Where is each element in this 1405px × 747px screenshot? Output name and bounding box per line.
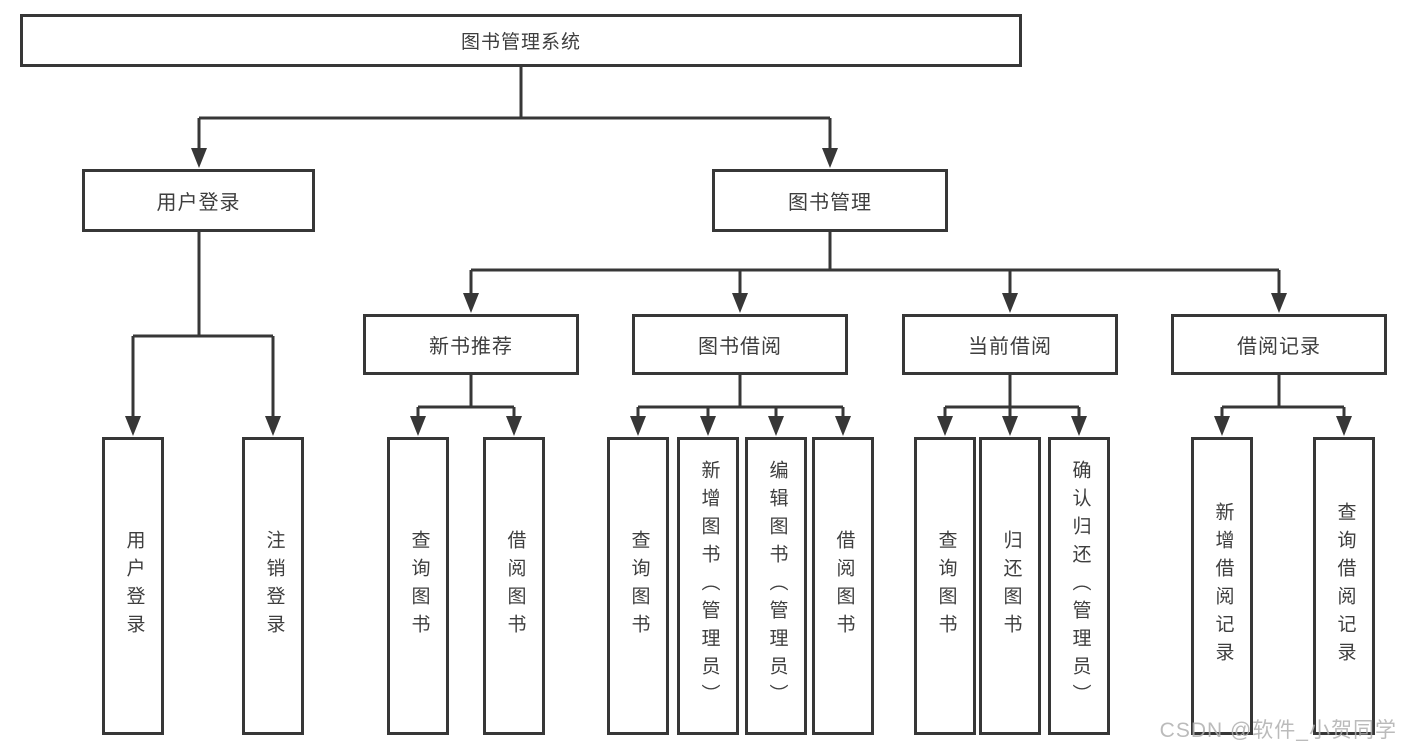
node-label: 借阅图书 — [833, 530, 855, 642]
node-label: 注销登录 — [263, 530, 285, 642]
node-label: 新书推荐 — [429, 336, 513, 358]
leaf-query-books-borrow: 查询图书 — [607, 437, 669, 735]
node-label: 当前借阅 — [968, 336, 1052, 358]
node-book-management: 图书管理 — [712, 169, 948, 232]
leaf-query-borrow-record: 查询借阅记录 — [1313, 437, 1375, 735]
node-label: 查询图书 — [408, 530, 430, 642]
node-label: 图书借阅 — [698, 336, 782, 358]
leaf-confirm-return-admin: 确认归还（管理员） — [1048, 437, 1110, 735]
leaf-return-book: 归还图书 — [979, 437, 1041, 735]
node-label: 借阅记录 — [1237, 336, 1321, 358]
node-label: 查询借阅记录 — [1334, 502, 1356, 670]
leaf-add-book-admin: 新增图书（管理员） — [677, 437, 739, 735]
leaf-add-borrow-record: 新增借阅记录 — [1191, 437, 1253, 735]
node-label: 归还图书 — [1000, 530, 1022, 642]
node-label: 用户登录 — [156, 192, 241, 214]
node-root-system: 图书管理系统 — [20, 14, 1022, 67]
node-label: 查询图书 — [935, 530, 957, 642]
node-label: 确认归还（管理员） — [1069, 460, 1091, 712]
node-label: 借阅图书 — [504, 530, 526, 642]
node-borrow-records: 借阅记录 — [1171, 314, 1387, 375]
node-label: 新增借阅记录 — [1212, 502, 1234, 670]
leaf-edit-book-admin: 编辑图书（管理员） — [745, 437, 807, 735]
leaf-query-books-newbook: 查询图书 — [387, 437, 449, 735]
node-new-book-recommend: 新书推荐 — [363, 314, 579, 375]
leaf-logout: 注销登录 — [242, 437, 304, 735]
watermark: CSDN @软件_小贺同学 — [1159, 719, 1397, 742]
node-label: 图书管理 — [788, 192, 872, 214]
node-label: 用户登录 — [123, 530, 145, 642]
node-label: 查询图书 — [628, 530, 650, 642]
leaf-borrow-books-newbook: 借阅图书 — [483, 437, 545, 735]
node-user-login: 用户登录 — [82, 169, 315, 232]
leaf-borrow-books-borrow: 借阅图书 — [812, 437, 874, 735]
leaf-query-books-current: 查询图书 — [914, 437, 976, 735]
node-label: 编辑图书（管理员） — [766, 460, 788, 712]
node-label: 图书管理系统 — [460, 32, 581, 53]
leaf-user-login: 用户登录 — [102, 437, 164, 735]
node-label: 新增图书（管理员） — [698, 460, 720, 712]
node-book-borrow: 图书借阅 — [632, 314, 848, 375]
arrowhead-icons — [125, 148, 1352, 436]
node-current-borrow: 当前借阅 — [902, 314, 1118, 375]
